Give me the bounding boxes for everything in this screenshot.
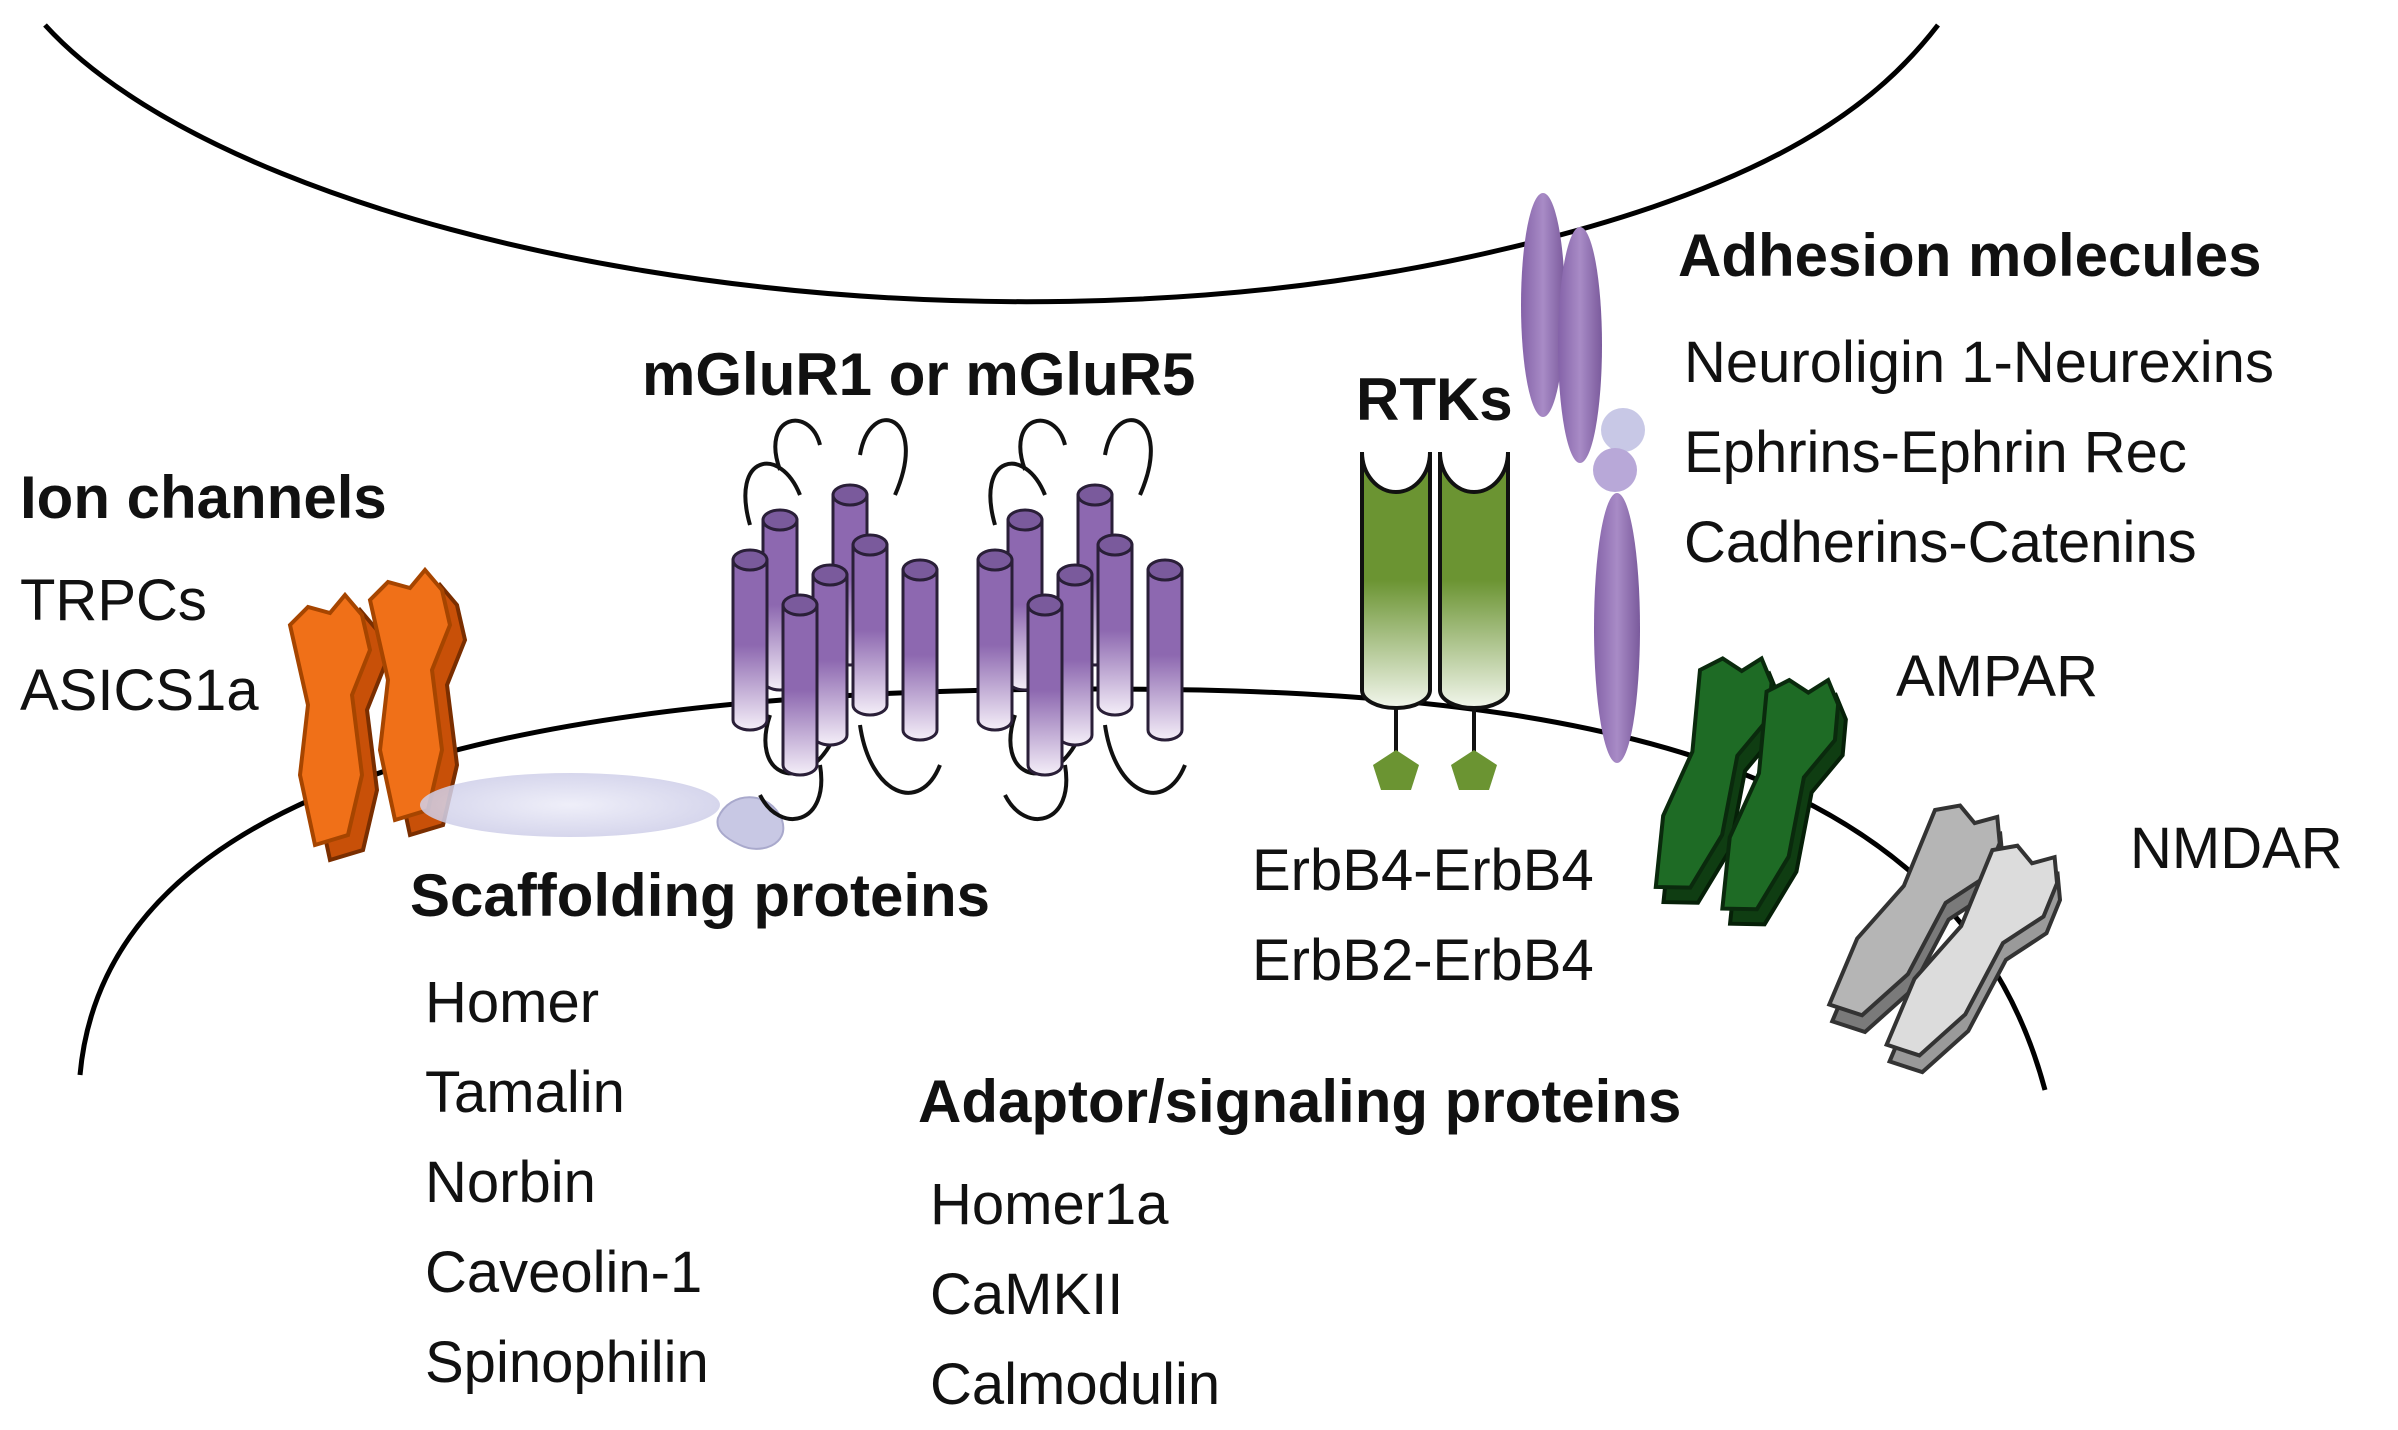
adhesion-item: Cadherins-Catenins	[1684, 510, 2197, 575]
adaptor-item: Homer1a	[930, 1172, 1169, 1237]
adaptor-title: Adaptor/signaling proteins	[918, 1068, 1682, 1135]
ion-channels-list: TRPCs ASICS1a	[20, 556, 259, 736]
presynaptic-membrane	[43, 23, 1940, 305]
postsynaptic-membrane	[77, 686, 2048, 1091]
nmda-receptor-icon	[1806, 783, 2081, 1095]
rtk-monomer-left	[1360, 451, 1432, 790]
scaffold-protein-icon	[420, 773, 785, 850]
ampar-label: AMPAR	[1896, 644, 2098, 709]
ampa-receptor-icon	[1630, 639, 1862, 943]
scaffolding-item: Norbin	[425, 1150, 596, 1215]
adaptor-list: Homer1a CaMKII Calmodulin	[930, 1160, 1220, 1430]
adaptor-item: CaMKII	[930, 1262, 1124, 1327]
scaffolding-item: Caveolin-1	[425, 1240, 703, 1305]
mglur-receptor-right	[978, 420, 1185, 819]
rtks-list: ErbB4-ErbB4 ErbB2-ErbB4	[1252, 826, 1594, 1006]
adhesion-item: Neuroligin 1-Neurexins	[1684, 330, 2274, 395]
scaffolding-list: Homer Tamalin Norbin Caveolin-1 Spinophi…	[425, 958, 709, 1408]
adhesion-item: Ephrins-Ephrin Rec	[1684, 420, 2187, 485]
rtk-item: ErbB4-ErbB4	[1252, 838, 1594, 903]
rtks-title: RTKs	[1356, 366, 1513, 433]
scaffolding-item: Spinophilin	[425, 1330, 709, 1395]
mglur-receptor-left	[733, 420, 940, 819]
adhesion-list: Neuroligin 1-Neurexins Ephrins-Ephrin Re…	[1684, 318, 2274, 588]
ion-channels-title: Ion channels	[20, 464, 387, 531]
scaffolding-item: Tamalin	[425, 1060, 625, 1125]
ion-channel-item: ASICS1a	[20, 658, 259, 723]
nmdar-label: NMDAR	[2130, 816, 2343, 881]
mglur-title: mGluR1 or mGluR5	[642, 341, 1196, 408]
adhesion-molecule-icon	[1521, 193, 1645, 763]
rtk-item: ErbB2-ErbB4	[1252, 928, 1594, 993]
scaffolding-item: Homer	[425, 970, 600, 1035]
adhesion-title: Adhesion molecules	[1678, 222, 2262, 289]
adaptor-item: Calmodulin	[930, 1352, 1221, 1417]
rtk-monomer-right	[1438, 451, 1510, 790]
ion-channel-item: TRPCs	[20, 568, 207, 633]
receptor-tyrosine-kinase-icon	[1360, 451, 1510, 790]
scaffolding-title: Scaffolding proteins	[410, 862, 991, 929]
